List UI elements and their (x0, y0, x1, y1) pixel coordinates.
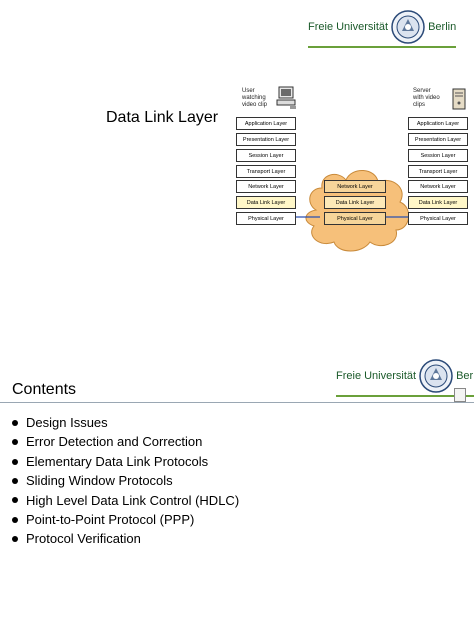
bullet-icon (12, 458, 18, 465)
server-label-line: clips (413, 102, 426, 108)
slide-data-link-layer: Freie Universität Berlin Data Link Layer… (0, 0, 474, 300)
router-layer-data-link: Data Link Layer (324, 196, 386, 209)
router-layer-physical: Physical Layer (324, 212, 386, 225)
layer-data-link: Data Link Layer (236, 196, 296, 209)
layer-transport: Transport Layer (408, 165, 468, 178)
logo-left-word: Freie Universität (336, 370, 417, 382)
server-icon (452, 88, 466, 110)
logo-left-word: Freie Universität (308, 21, 389, 33)
layer-transport: Transport Layer (236, 165, 296, 178)
list-item-label: Design Issues (26, 415, 108, 430)
client-label-line: watching (242, 95, 266, 101)
page-icon (454, 388, 466, 402)
list-item: Error Detection and Correction (12, 432, 239, 451)
server-label-line: Server (413, 88, 431, 94)
server-label: Server with video clips (413, 88, 440, 109)
slide-title: Data Link Layer (106, 109, 219, 126)
layer-data-link: Data Link Layer (408, 196, 468, 209)
layer-physical: Physical Layer (236, 212, 296, 225)
bullet-icon (12, 419, 18, 426)
layer-presentation: Presentation Layer (236, 133, 296, 146)
layer-network: Network Layer (408, 180, 468, 193)
client-label: User watching video clip (242, 88, 267, 109)
list-item-label: Protocol Verification (26, 531, 141, 547)
slide-contents: Freie Universität Berlin Contents Design… (0, 350, 474, 632)
layer-physical: Physical Layer (408, 212, 468, 225)
list-item-label: Elementary Data Link Protocols (26, 453, 209, 469)
list-item: Point-to-Point Protocol (PPP) (12, 510, 239, 529)
bullet-icon (12, 536, 18, 543)
bullet-icon (12, 516, 18, 523)
computer-icon (276, 86, 296, 109)
layer-application: Application Layer (408, 117, 468, 130)
list-item-label: Error Detection and Correction (26, 434, 203, 450)
contents-list: Design Issues Error Detection and Correc… (12, 413, 239, 549)
university-seal-icon (391, 10, 425, 44)
bullet-icon (12, 439, 18, 446)
logo-right-word: Berlin (456, 370, 474, 382)
layer-session: Session Layer (236, 149, 296, 162)
layer-application: Application Layer (236, 117, 296, 130)
list-item: Design Issues (12, 413, 239, 432)
list-item: High Level Data Link Control (HDLC) (12, 491, 239, 510)
layer-presentation: Presentation Layer (408, 133, 468, 146)
logo-rule (308, 46, 457, 48)
list-item-label: Sliding Window Protocols (26, 473, 173, 489)
router-layer-network: Network Layer (324, 180, 386, 193)
list-item-label: Point-to-Point Protocol (PPP) (26, 512, 195, 528)
logo-rule (336, 395, 474, 397)
list-item: Sliding Window Protocols (12, 471, 239, 490)
layer-session: Session Layer (408, 149, 468, 162)
bullet-icon (12, 497, 18, 504)
fu-berlin-logo: Freie Universität Berlin (308, 10, 457, 48)
physical-link-lines (296, 216, 408, 218)
fu-berlin-logo: Freie Universität Berlin (336, 359, 474, 397)
client-label-line: video clip (242, 102, 268, 108)
title-divider (0, 402, 474, 403)
list-item-label: High Level Data Link Control (HDLC) (26, 492, 240, 508)
client-label-line: User (242, 88, 255, 94)
list-item: Protocol Verification (12, 529, 239, 548)
list-item: Elementary Data Link Protocols (12, 452, 239, 471)
layer-network: Network Layer (236, 180, 296, 193)
server-label-line: with video (413, 95, 440, 101)
slide-title: Contents (12, 381, 77, 398)
logo-right-word: Berlin (428, 21, 457, 33)
bullet-icon (12, 477, 18, 484)
university-seal-icon (419, 359, 453, 393)
